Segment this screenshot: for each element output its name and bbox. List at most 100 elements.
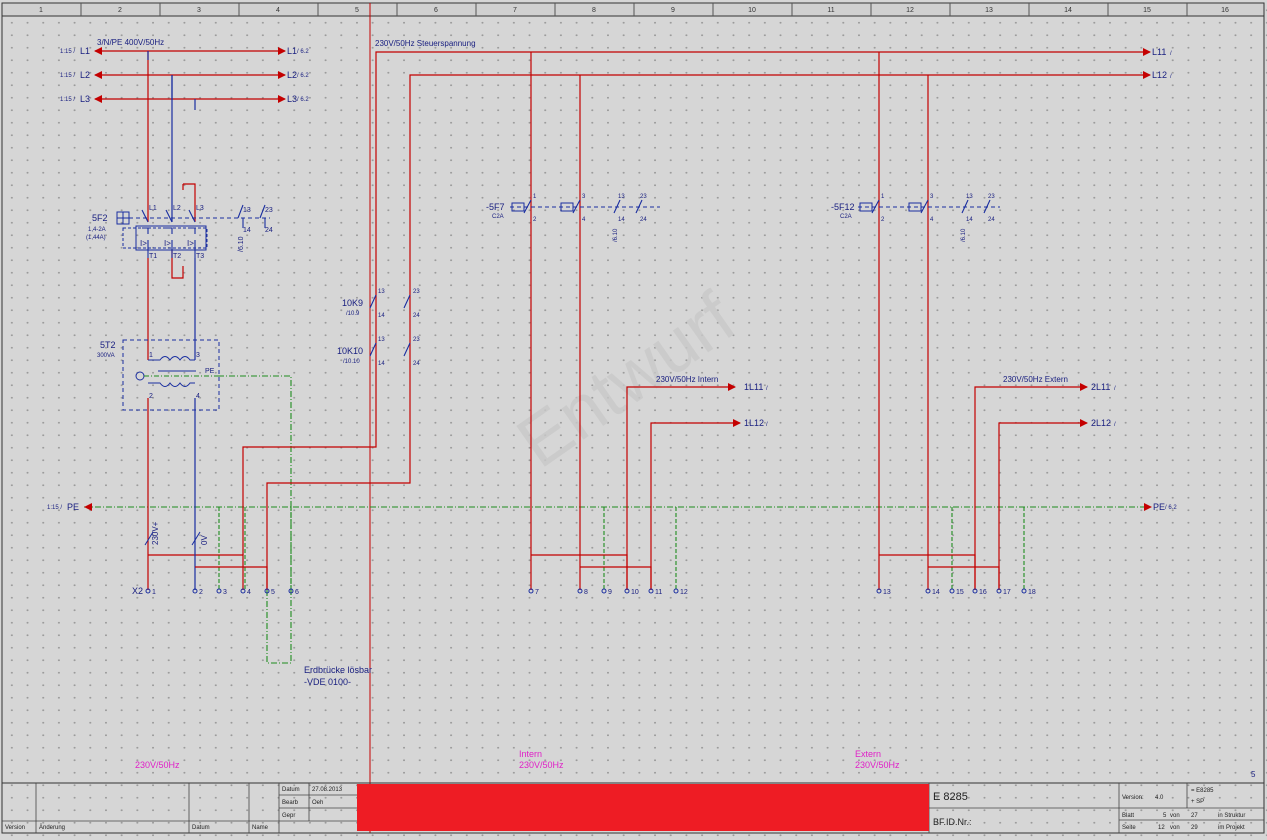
l2-ref: / 6.2 bbox=[297, 73, 309, 79]
terminal-16: 16 bbox=[979, 589, 987, 596]
tb-von2: von bbox=[1170, 825, 1180, 831]
5f2-aux-24: 24 bbox=[265, 227, 273, 234]
terminal-9: 9 bbox=[608, 589, 612, 596]
5f2-rating: 1,4-2A bbox=[88, 227, 106, 233]
5f12-tag: -5F12 bbox=[831, 202, 855, 212]
intern-title: 230V/50Hz Intern bbox=[656, 375, 718, 384]
5f2-tag: 5F2 bbox=[92, 213, 108, 223]
5f2-pin-t1: T1 bbox=[149, 253, 157, 260]
tb-ver-value: 4.0 bbox=[1155, 795, 1164, 801]
terminal-8: 8 bbox=[584, 589, 588, 596]
10k9-pin: 23 bbox=[413, 289, 420, 295]
extern-ref: / bbox=[1114, 422, 1116, 428]
pe-terminal-icon bbox=[135, 371, 145, 381]
l3-drop bbox=[183, 183, 196, 222]
col-label: 10 bbox=[748, 7, 756, 14]
l2-source: 1:15 / bbox=[60, 73, 75, 79]
col-label: 7 bbox=[513, 7, 517, 14]
5f12-ref: /6.10 bbox=[961, 228, 967, 242]
breaker-5f12: -5F12 C2A 1 2 3 4 13 14 23 24 /6.10 bbox=[831, 194, 1000, 242]
5f12-pin: 3 bbox=[930, 194, 934, 200]
col-label: 3 bbox=[197, 7, 201, 14]
extern-2l12: 2L12 bbox=[1091, 418, 1111, 428]
transformer-5t2: 1 3 2 4 PE 5T2 300VA bbox=[97, 258, 220, 411]
secondary-230v: 230V+ bbox=[151, 521, 160, 545]
10k10-pin: 24 bbox=[413, 361, 420, 367]
terminal-2: 2 bbox=[199, 589, 203, 596]
tb-gepr-label: Gepr bbox=[282, 813, 295, 819]
contact-10k10: 10K10 /10.10 13 14 23 24 bbox=[337, 337, 420, 367]
5f7-pin: 4 bbox=[582, 217, 586, 223]
intern-ref: / bbox=[766, 386, 768, 392]
10k9-pin: 24 bbox=[413, 313, 420, 319]
terminal-1: 1 bbox=[152, 589, 156, 596]
tb-seite-total: 29 bbox=[1191, 825, 1198, 831]
title-block: Datum 27.08.2013 Bearb Oeh Gepr Version … bbox=[1, 782, 1265, 834]
5f7-ref: /6.10 bbox=[613, 228, 619, 242]
5f2-pin-t3: T3 bbox=[196, 253, 204, 260]
terminal-18: 18 bbox=[1028, 589, 1036, 596]
terminal-7: 7 bbox=[535, 589, 539, 596]
secondary-0v: 0V bbox=[200, 535, 209, 545]
col-label: 8 bbox=[592, 7, 596, 14]
10k10-pin: 23 bbox=[413, 337, 420, 343]
supply-title: 3/N/PE 400V/50Hz bbox=[97, 38, 164, 47]
l2-dest: L2 bbox=[287, 70, 297, 80]
col-label: 15 bbox=[1143, 7, 1151, 14]
terminal-strip-label: X2 bbox=[132, 586, 143, 596]
tb-von1: von bbox=[1170, 813, 1180, 819]
l12-ref: / bbox=[1170, 74, 1172, 80]
page-number: 5 bbox=[1251, 770, 1256, 779]
5f12-pin: 24 bbox=[988, 217, 995, 223]
pe-dest: PE bbox=[1153, 502, 1165, 512]
col-label: 5 bbox=[355, 7, 359, 14]
terminal-3: 3 bbox=[223, 589, 227, 596]
terminal-11: 11 bbox=[655, 589, 662, 596]
l3-source: 1:15 / bbox=[60, 97, 75, 103]
l12-label: L12 bbox=[1152, 70, 1167, 80]
terminal-12: 12 bbox=[680, 589, 688, 596]
tb-bearb-value: Oeh bbox=[312, 800, 323, 806]
l2-label: L2 bbox=[80, 70, 90, 80]
col-label: 9 bbox=[671, 7, 675, 14]
10k9-pin: 14 bbox=[378, 313, 385, 319]
5f2-pin-t2: T2 bbox=[173, 253, 181, 260]
5f12-pin: 2 bbox=[881, 217, 885, 223]
column-ruler bbox=[1, 2, 1265, 17]
tb-datum-value: 27.08.2013 bbox=[312, 787, 343, 793]
10k10-pin: 14 bbox=[378, 361, 385, 367]
10k9-ref: /10.9 bbox=[346, 311, 360, 317]
terminal-5: 5 bbox=[271, 589, 275, 596]
l3-label: L3 bbox=[80, 94, 90, 104]
5f2-trip-1: I> bbox=[140, 239, 147, 248]
control-title: 230V/50Hz Steuerspannung bbox=[375, 39, 476, 48]
5f2-pin-l3: L3 bbox=[196, 205, 204, 212]
5f12-pin: 23 bbox=[988, 194, 995, 200]
col-label: 12 bbox=[906, 7, 914, 14]
5f2-setting: (1,44A) bbox=[86, 235, 106, 241]
l1-label: L1 bbox=[80, 46, 90, 56]
contact-10k9: 10K9 /10.9 13 14 23 24 bbox=[342, 289, 420, 319]
tb-struktur: in Struktur bbox=[1218, 813, 1245, 819]
5f7-pin: 3 bbox=[582, 194, 586, 200]
bottom-label-extern: Extern bbox=[855, 749, 881, 759]
bottom-label-extern-voltage: 230V/50Hz bbox=[855, 760, 900, 770]
5t2-pin-3: 3 bbox=[196, 352, 200, 359]
intern-1l11: 1L11 bbox=[744, 382, 763, 392]
tb-name-label: Name bbox=[252, 825, 269, 831]
tb-seite-label: Seite bbox=[1122, 825, 1136, 831]
10k9-tag: 10K9 bbox=[342, 298, 363, 308]
5f7-pin: 14 bbox=[618, 217, 625, 223]
extern-ref: / bbox=[1114, 386, 1116, 392]
tb-datum2-label: Datum bbox=[192, 825, 210, 831]
5f7-pin: 13 bbox=[618, 194, 625, 200]
col-label: 1 bbox=[39, 7, 43, 14]
tb-ver-label: Version: bbox=[1122, 795, 1144, 801]
tb-version-label: Version bbox=[5, 825, 25, 831]
terminal-4: 4 bbox=[247, 589, 251, 596]
tb-projekt: im Projekt bbox=[1218, 825, 1245, 831]
5t2-pin-2: 2 bbox=[149, 393, 153, 400]
earth-bridge-standard: -VDE 0100- bbox=[304, 677, 351, 687]
